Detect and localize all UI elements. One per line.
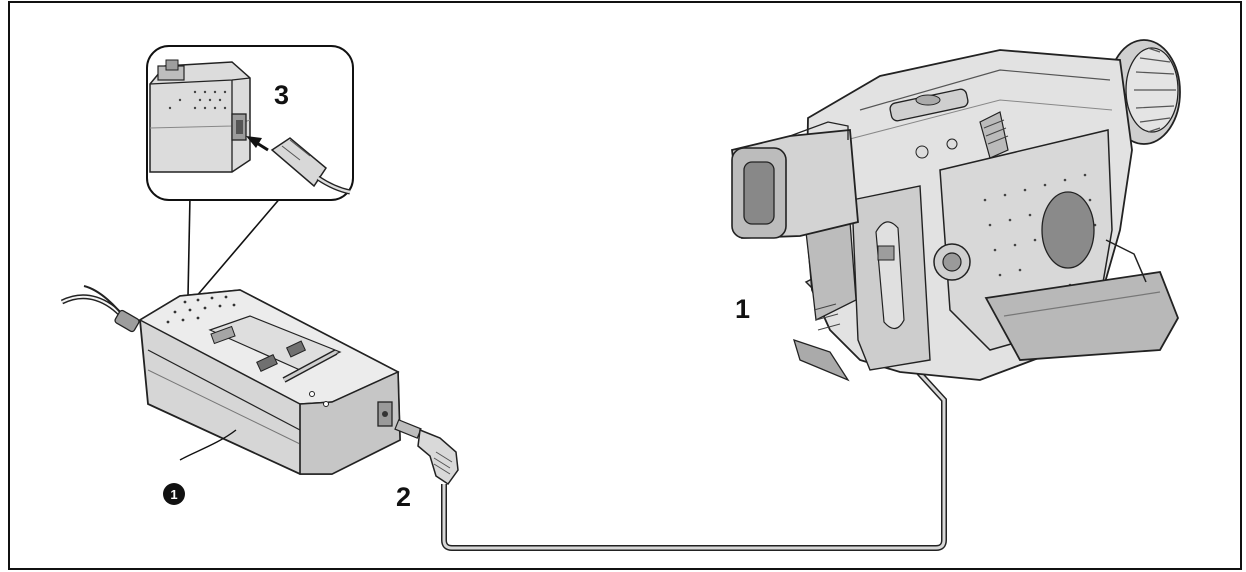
step-3-label: 3 <box>274 80 289 110</box>
camcorder <box>731 39 1181 382</box>
step-1-label: 1 <box>735 294 750 324</box>
adapter-callout-number: 1 <box>170 487 177 502</box>
diagram-frame <box>8 1 1242 570</box>
dc-plug-adapter-end <box>394 419 459 486</box>
step-2-label: 2 <box>396 482 411 512</box>
power-plug-icon <box>270 137 351 195</box>
ac-adapter <box>60 285 401 475</box>
adapter-callout-badge: 1 <box>163 483 185 505</box>
zoom-callout: 3 <box>146 45 354 299</box>
adapter-closeup <box>149 59 251 173</box>
insert-arrow-icon <box>246 136 269 152</box>
